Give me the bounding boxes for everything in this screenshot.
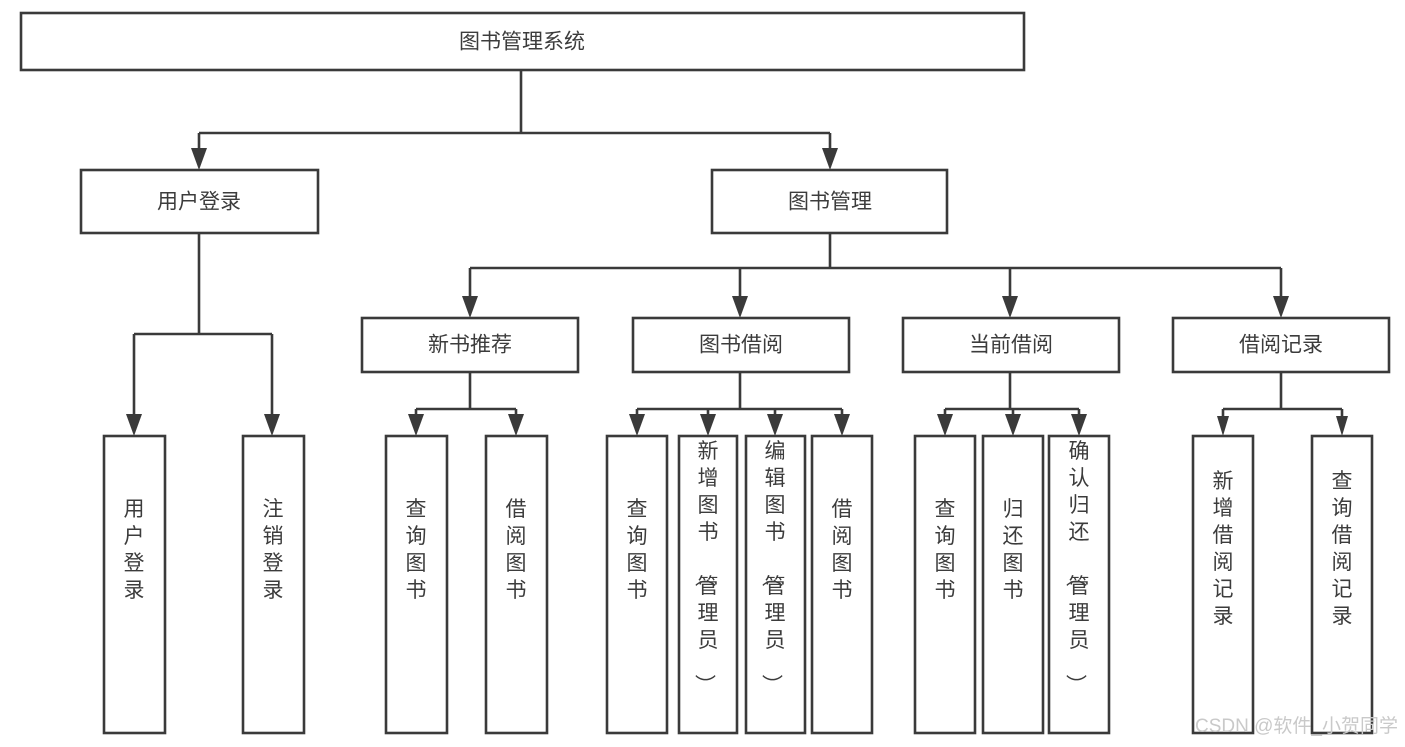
csdn-watermark: CSDN @软件_小贺同学 [1195,715,1398,737]
node-root-label: 图书管理系统 [459,31,585,54]
node-leaf-query-book-1-label: 查询图书 [406,498,427,602]
node-leaf-return-book-box[interactable] [981,434,1045,735]
node-leaf-query-book-2-box[interactable] [605,434,669,735]
arrow-head-leaf-query-record [1336,416,1348,436]
node-leaf-borrow-book-1-box[interactable] [484,434,549,735]
node-leaf-query-record[interactable]: 查询借阅记录 [1310,434,1374,735]
node-leaf-add-book-label: 新增图书（管理员） [693,440,719,695]
node-new-book-recommend[interactable]: 新书推荐 [360,316,580,374]
connector-book-borrow-to-leaves [629,372,850,436]
arrow-head-leaf-query-book-1 [408,414,424,436]
connector-root-to-level2 [191,70,838,170]
arrow-head-leaf-borrow-book-2 [834,414,850,436]
node-root[interactable]: 图书管理系统 [19,11,1026,72]
connector-book-manage-to-level3 [462,233,1289,318]
node-current-borrow-label: 当前借阅 [969,334,1053,357]
node-leaf-add-book-box[interactable] [677,434,739,735]
node-book-manage-label: 图书管理 [788,191,872,214]
arrow-head-leaf-add-record [1217,416,1229,436]
arrow-head-leaf-borrow-book-1 [508,414,524,436]
node-leaf-edit-book-box[interactable] [744,434,807,735]
arrow-head-leaf-confirm-return [1071,414,1087,436]
node-borrow-record-label: 借阅记录 [1239,334,1323,357]
arrow-head-leaf-query-book-2 [629,414,645,436]
node-leaf-logout-login-label: 注销登录 [263,498,284,602]
node-book-borrow-label: 图书借阅 [699,334,783,357]
node-user-login[interactable]: 用户登录 [79,168,320,235]
node-root-box[interactable] [19,11,1026,72]
connector-new-book-recommend-to-leaves [408,372,524,436]
arrow-head-leaf-logout-login [264,414,280,436]
node-new-book-recommend-label: 新书推荐 [428,334,512,357]
arrow-head-book-borrow [732,296,748,318]
node-book-manage[interactable]: 图书管理 [710,168,949,235]
arrow-head-new-book-recommend [462,296,478,318]
connector-current-borrow-to-leaves [937,372,1087,436]
node-book-manage-box[interactable] [710,168,949,235]
node-leaf-borrow-book-2[interactable]: 借阅图书 [810,434,874,735]
arrow-head-user-login [191,148,207,170]
node-leaf-add-record-box[interactable] [1191,434,1255,735]
connector-borrow-record-to-leaves [1217,372,1348,436]
node-leaf-query-record-label: 查询借阅记录 [1332,470,1353,628]
node-leaf-borrow-book-1[interactable]: 借阅图书 [484,434,549,735]
node-leaf-add-record-label: 新增借阅记录 [1213,470,1234,628]
node-new-book-recommend-box[interactable] [360,316,580,374]
node-leaf-query-book-1[interactable]: 查询图书 [384,434,449,735]
node-leaf-logout-login-box[interactable] [241,434,306,735]
node-leaf-user-login-label: 用户登录 [124,498,145,602]
node-leaf-borrow-book-2-label: 借阅图书 [832,498,853,602]
node-leaf-add-record[interactable]: 新增借阅记录 [1191,434,1255,735]
arrow-head-book-manage [822,148,838,170]
arrow-head-leaf-user-login [126,414,142,436]
node-leaf-edit-book[interactable]: 编辑图书（管理员） [744,434,807,735]
node-book-borrow[interactable]: 图书借阅 [631,316,851,374]
node-leaf-query-book-2[interactable]: 查询图书 [605,434,669,735]
node-leaf-logout-login[interactable]: 注销登录 [241,434,306,735]
node-leaf-borrow-book-1-label: 借阅图书 [506,498,527,602]
node-leaf-user-login[interactable]: 用户登录 [102,434,167,735]
node-leaf-user-login-box[interactable] [102,434,167,735]
node-user-login-box[interactable] [79,168,320,235]
arrow-head-leaf-return-book [1005,414,1021,436]
node-leaf-borrow-book-2-box[interactable] [810,434,874,735]
node-leaf-add-book[interactable]: 新增图书（管理员） [677,434,739,735]
node-leaf-query-book-2-label: 查询图书 [627,498,648,602]
connector-user-login-to-leaves [126,233,280,436]
node-leaf-return-book-label: 归还图书 [1003,498,1024,602]
node-leaf-query-book-3-label: 查询图书 [935,498,956,602]
node-leaf-return-book[interactable]: 归还图书 [981,434,1045,735]
arrow-head-leaf-edit-book [767,414,783,436]
node-user-login-label: 用户登录 [157,191,241,214]
node-borrow-record[interactable]: 借阅记录 [1171,316,1391,374]
node-leaf-confirm-return-label: 确认归还（管理员） [1064,440,1090,695]
node-leaf-confirm-return-box[interactable] [1047,434,1111,735]
node-leaf-query-book-3[interactable]: 查询图书 [913,434,977,735]
node-leaf-query-book-1-box[interactable] [384,434,449,735]
node-leaf-query-record-box[interactable] [1310,434,1374,735]
arrow-head-borrow-record [1273,296,1289,318]
node-current-borrow[interactable]: 当前借阅 [901,316,1121,374]
arrow-head-current-borrow [1002,296,1018,318]
arrow-head-leaf-query-book-3 [937,414,953,436]
node-current-borrow-box[interactable] [901,316,1121,374]
node-leaf-edit-book-label: 编辑图书（管理员） [760,440,786,695]
node-leaf-query-book-3-box[interactable] [913,434,977,735]
node-leaf-confirm-return[interactable]: 确认归还（管理员） [1047,434,1111,735]
arrow-head-leaf-add-book [700,414,716,436]
node-borrow-record-box[interactable] [1171,316,1391,374]
node-book-borrow-box[interactable] [631,316,851,374]
